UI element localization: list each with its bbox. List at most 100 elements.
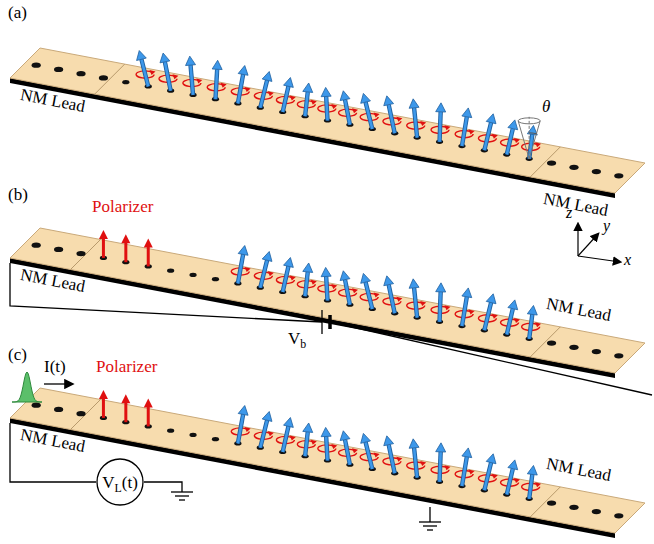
spin-outline [414,108,417,138]
ground-symbol [419,521,441,522]
spin-arrow [326,96,327,120]
spin-outline [389,445,395,474]
angle-arc [529,133,537,134]
spin-arrow [440,452,441,482]
loop-head [374,452,380,457]
loop-head [290,95,296,100]
loop-head [268,271,274,276]
spin-outline [260,80,267,108]
source-label: VL(t) [102,474,138,491]
site-dot [167,429,174,433]
spin-outline [191,65,194,95]
label: (a) [8,4,27,21]
spin-arrow [165,62,171,91]
loop-head [535,142,541,147]
spin-outline [507,129,513,155]
spin-arrow [305,272,308,296]
loop-head [514,478,520,483]
site-dot [76,411,85,416]
spin-arrow [366,102,373,129]
loop-head [196,78,202,83]
site-dot [212,437,219,441]
site-dot [547,160,556,165]
spin-arrow [462,457,467,486]
loop-head [150,70,156,75]
spin-head [321,267,331,276]
spin-head [508,120,518,130]
spin-head [212,60,222,69]
loop-head [268,431,274,436]
site-dot [76,251,85,256]
spin-head [462,108,472,118]
spin-arrow [440,112,441,142]
spin-outline [484,463,491,491]
spin-arrow [238,254,243,283]
strip-surface [10,388,645,533]
spin-outline [345,440,350,465]
spin-arrow [414,288,417,318]
spin-outline [389,105,395,134]
spin-head [238,246,248,256]
spin-head [340,431,350,441]
spin-head [486,454,496,464]
site-dot [99,75,108,80]
spin-outline [305,92,308,116]
spin-head [486,294,496,304]
spin-arrow [389,105,395,134]
loop-head [352,448,358,453]
current-pulse [12,372,42,402]
spin-head [527,465,537,475]
label: y [603,218,610,234]
strip-edge [10,418,615,538]
loop-head [469,310,475,315]
loop-head [469,130,475,135]
loop-head [290,275,296,280]
spin-outline [345,100,350,125]
spin-arrow [191,65,194,95]
loop-head [331,104,337,109]
loop-head [396,457,402,462]
spin-head [303,83,313,92]
spin-outline [462,297,467,326]
site-dot [592,349,601,354]
spin-head [409,439,419,448]
wire [330,322,652,395]
loop-head [311,100,317,105]
site-dot [592,169,601,174]
spin-head [361,433,371,443]
polarizer-spin [147,406,150,426]
loop-head [492,474,498,479]
spin-head [160,53,170,63]
spin-arrow [414,448,417,478]
loop-head [514,138,520,143]
spin-arrow [260,420,267,448]
spin-head [262,71,272,81]
spin-head [436,283,446,292]
ground-symbol [427,529,433,530]
spin-arrow [414,108,417,138]
spin-outline [440,112,441,142]
loop-head [420,461,426,466]
spin-outline [462,457,467,486]
spin-outline [283,426,289,452]
spin-head [284,258,294,268]
spin-head [436,103,446,112]
site-dot [76,71,85,76]
spin-outline [238,254,243,283]
spin-outline [305,272,308,296]
spin-arrow [389,445,395,474]
cone-line [529,121,540,159]
site-dot [32,63,41,68]
spin-arrow [507,469,513,495]
lead-boundary [530,487,560,517]
cone-rim [518,118,540,124]
polarizer-spin [124,402,127,422]
site-dot [189,273,196,277]
spin-outline [283,86,289,112]
spin-outline [440,292,441,322]
spin-head [303,263,313,272]
spin-outline [507,309,513,335]
loop-head [492,134,498,139]
spin-arrow [305,432,308,456]
site-dot [32,403,41,408]
